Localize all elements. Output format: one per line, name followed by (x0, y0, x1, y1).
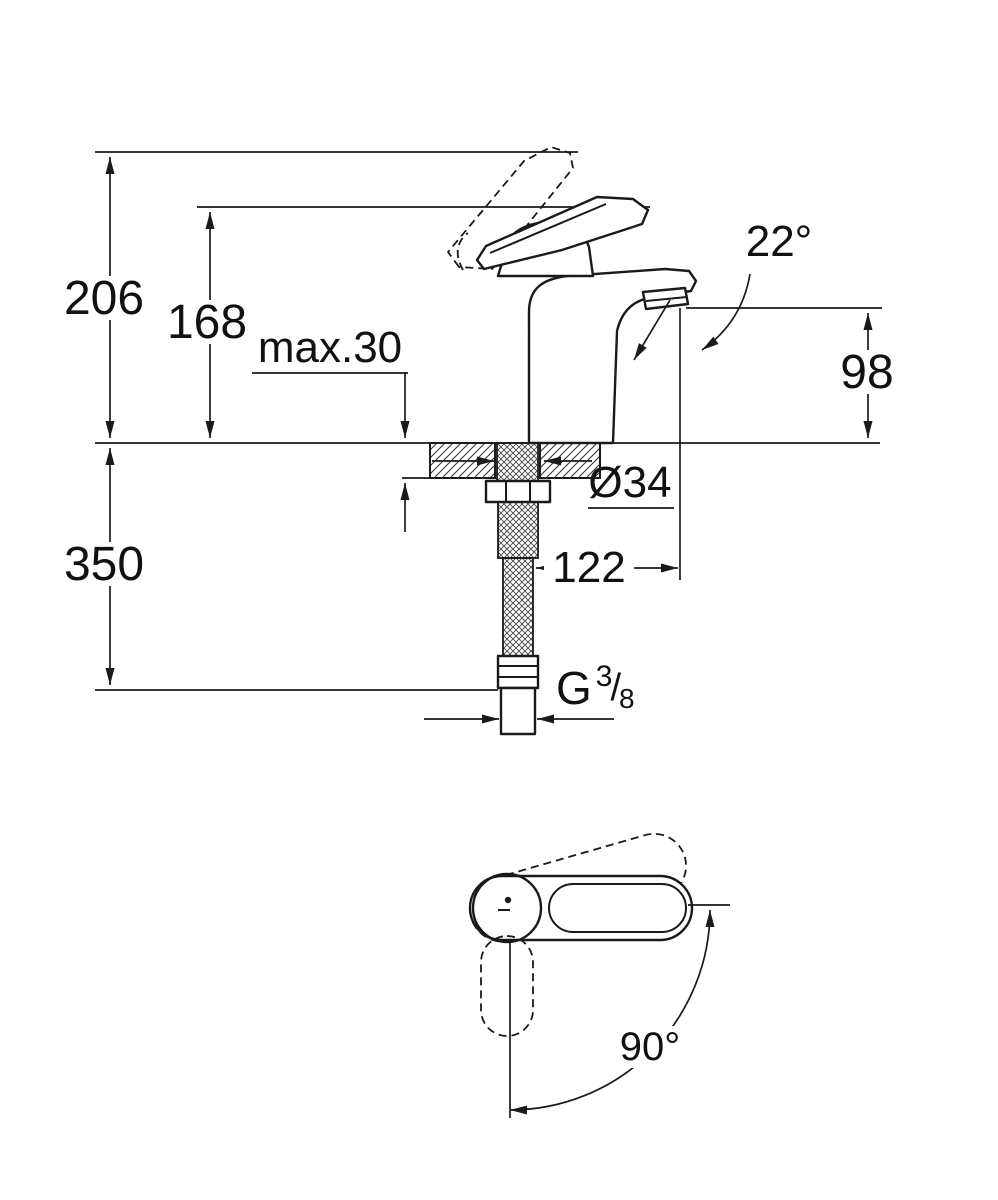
dim-swivel-mask (612, 1026, 690, 1068)
handle-dashed-rotated (469, 832, 687, 943)
dim-hole-diameter-label: Ø34 (588, 458, 671, 507)
dim-outlet-height-label: 98 (840, 346, 893, 399)
dim-outlet-height-mask (834, 350, 900, 394)
hose-connector-nut (496, 654, 540, 690)
dim-handle-height-mask (160, 300, 254, 344)
handle-outline (468, 874, 694, 942)
dim-handle-height-label: 168 (167, 296, 247, 349)
dim-spout-angle: 22° (633, 217, 813, 361)
thread-slash: / (610, 667, 621, 709)
handle-pivot-circle (471, 872, 543, 944)
faucet-body (527, 267, 698, 445)
dim-spout-angle-flow-line (633, 299, 671, 361)
handle-lever-edge (489, 203, 607, 254)
dim-hose-length-label: 350 (64, 538, 144, 591)
dim-swivel-label: 90° (620, 1025, 681, 1069)
dim-deck-thickness-label: max.30 (258, 323, 402, 372)
thread-prefix: G (556, 662, 592, 714)
dim-hose-length-mask (58, 542, 150, 586)
thread-numerator: 3 (596, 660, 613, 693)
dim-spout-angle-label: 22° (746, 217, 813, 266)
dim-spout-reach: 122 (536, 543, 678, 592)
dim-hole-diameter: Ø34 (432, 456, 674, 509)
dim-total-height: 206 (58, 157, 150, 438)
handle-dashed-down (480, 935, 534, 1037)
thread-denominator: 8 (619, 683, 635, 714)
handle-base-dashed-edge (456, 232, 469, 271)
hose-braided-upper (497, 501, 539, 559)
dim-total-height-mask (58, 276, 150, 320)
mounting-nut (484, 479, 552, 504)
threaded-shank (496, 442, 539, 482)
dim-outlet-height: 98 (834, 313, 900, 438)
top-view: 90° (468, 832, 730, 1118)
hose-thread-tube (499, 686, 537, 736)
dim-total-height-label: 206 (64, 272, 144, 325)
dim-handle-height: 168 (160, 212, 254, 438)
dim-spout-reach-label: 122 (552, 543, 625, 592)
dim-deck-thickness: max.30 (252, 323, 410, 532)
dim-spout-angle-arc (701, 273, 751, 351)
side-view: 206 168 max.30 350 Ø34 (58, 146, 900, 736)
dim-spout-reach-mask (544, 546, 634, 588)
handle-lever (475, 195, 650, 271)
dim-hose-length: 350 (58, 448, 150, 685)
hose-braided-lower (502, 557, 534, 657)
handle-logo-dot (504, 896, 512, 904)
spout-aerator-line (645, 296, 688, 302)
